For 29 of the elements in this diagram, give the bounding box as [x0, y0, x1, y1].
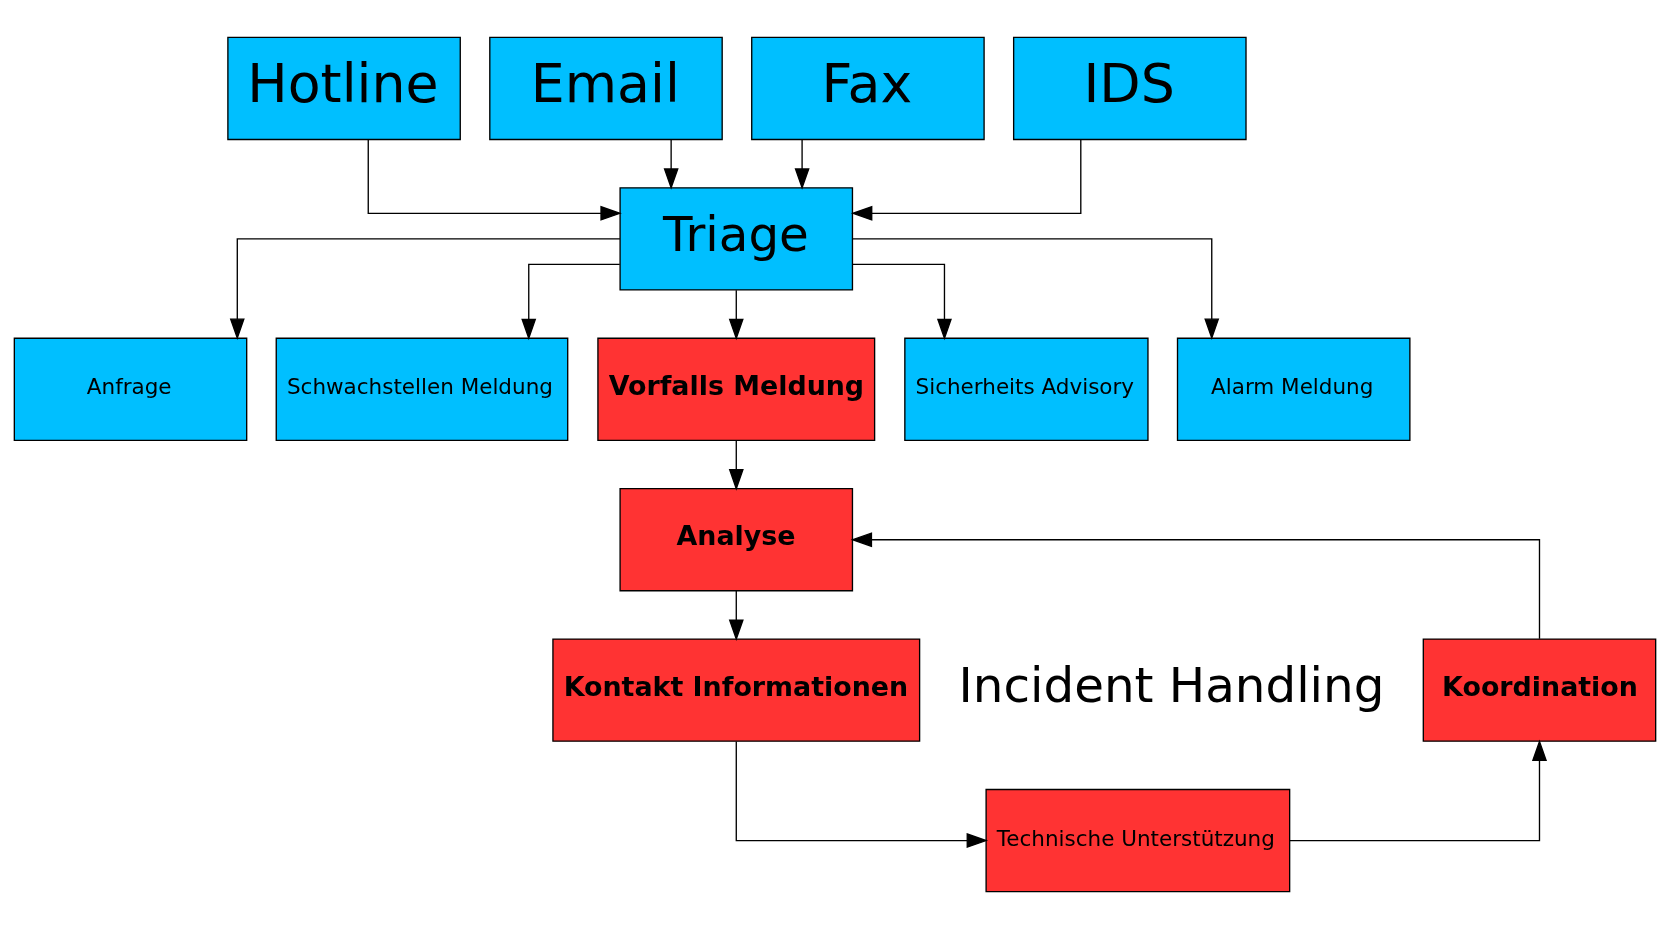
- node-box: Vorfalls Meldung: [597, 337, 876, 441]
- arrow: [728, 289, 744, 340]
- arrow: [728, 589, 744, 641]
- arrow: [663, 138, 679, 190]
- node-box: Koordination: [1422, 637, 1657, 742]
- node-box: Alarm Meldung: [1176, 337, 1411, 441]
- arrow: [851, 237, 1220, 340]
- label: Incident Handling: [958, 656, 1385, 713]
- node-box: Email: [489, 36, 723, 140]
- arrow: [1289, 738, 1547, 841]
- arrow: [851, 263, 952, 340]
- node-box: IDS: [1012, 36, 1247, 140]
- node-box: Fax: [751, 36, 985, 140]
- node-box: Sicherheits Advisory: [904, 337, 1149, 441]
- arrow: [521, 263, 621, 340]
- arrow: [794, 138, 810, 190]
- arrow: [367, 138, 622, 221]
- node-box: Triage: [619, 186, 854, 291]
- node-box: Analyse: [619, 487, 854, 591]
- node-box: Hotline: [227, 36, 461, 140]
- arrow: [728, 439, 744, 491]
- arrow: [850, 531, 1541, 639]
- node-box: Kontakt Informationen: [552, 637, 921, 742]
- arrow: [850, 138, 1082, 221]
- arrow: [735, 740, 989, 848]
- node-box: Anfrage: [13, 337, 248, 441]
- node-box: Schwachstellen Meldung: [275, 337, 569, 441]
- arrow: [229, 237, 621, 340]
- node-box: Technische Unterstützung: [985, 788, 1291, 892]
